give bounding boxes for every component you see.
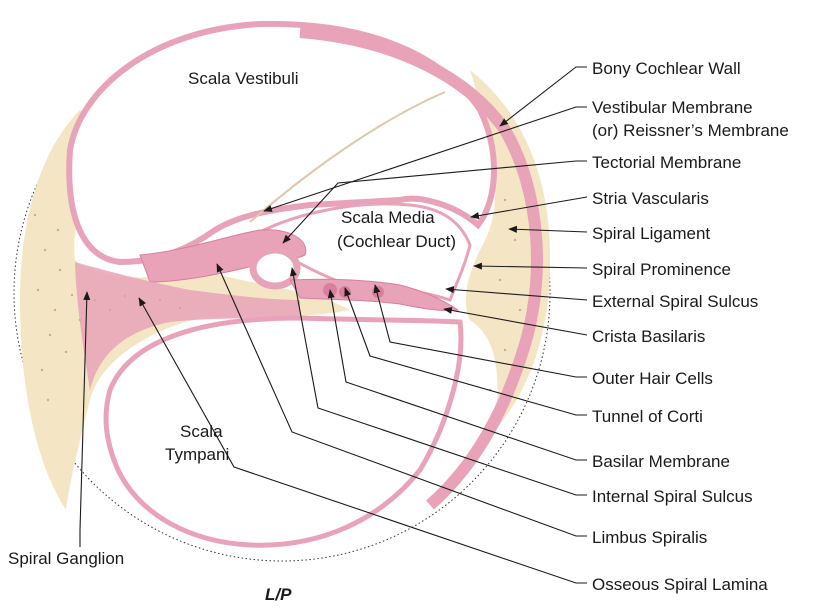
label-scala-tympani-line1: Scala: [180, 422, 223, 441]
label-spiral-ligament: Spiral Ligament: [592, 224, 710, 243]
label-vestibular-membrane-line1: Vestibular Membrane: [592, 98, 753, 117]
label-outer-hair-cells: Outer Hair Cells: [592, 369, 713, 388]
label-tunnel-of-corti: Tunnel of Corti: [592, 407, 703, 426]
label-external-spiral-sulcus: External Spiral Sulcus: [592, 292, 758, 311]
cochlea-illustration: [14, 24, 550, 561]
label-bony-cochlear-wall: Bony Cochlear Wall: [592, 59, 741, 78]
label-scala-media-line1: Scala Media: [341, 208, 435, 227]
hair-cell-blob-2: [339, 286, 351, 298]
label-vestibular-membrane-line2: (or) Reissner’s Membrane: [592, 121, 789, 140]
label-scala-tympani-line2: Tympani: [165, 445, 229, 464]
leader-bony-cochlear-wall: [500, 67, 587, 126]
label-spiral-ganglion: Spiral Ganglion: [8, 549, 124, 568]
label-basilar-membrane: Basilar Membrane: [592, 452, 730, 471]
label-stria-vascularis: Stria Vascularis: [592, 189, 709, 208]
label-scala-media-line2: (Cochlear Duct): [337, 232, 456, 251]
label-crista-basilaris: Crista Basilaris: [592, 327, 705, 346]
label-limbus-spiralis: Limbus Spiralis: [592, 528, 707, 547]
label-tectorial-membrane: Tectorial Membrane: [592, 153, 741, 172]
label-osseous-spiral-lamina: Osseous Spiral Lamina: [592, 575, 768, 594]
caption-lp: L/P: [265, 585, 292, 604]
label-scala-vestibuli: Scala Vestibuli: [188, 69, 299, 88]
label-internal-spiral-sulcus: Internal Spiral Sulcus: [592, 487, 753, 506]
label-spiral-prominence: Spiral Prominence: [592, 260, 731, 279]
